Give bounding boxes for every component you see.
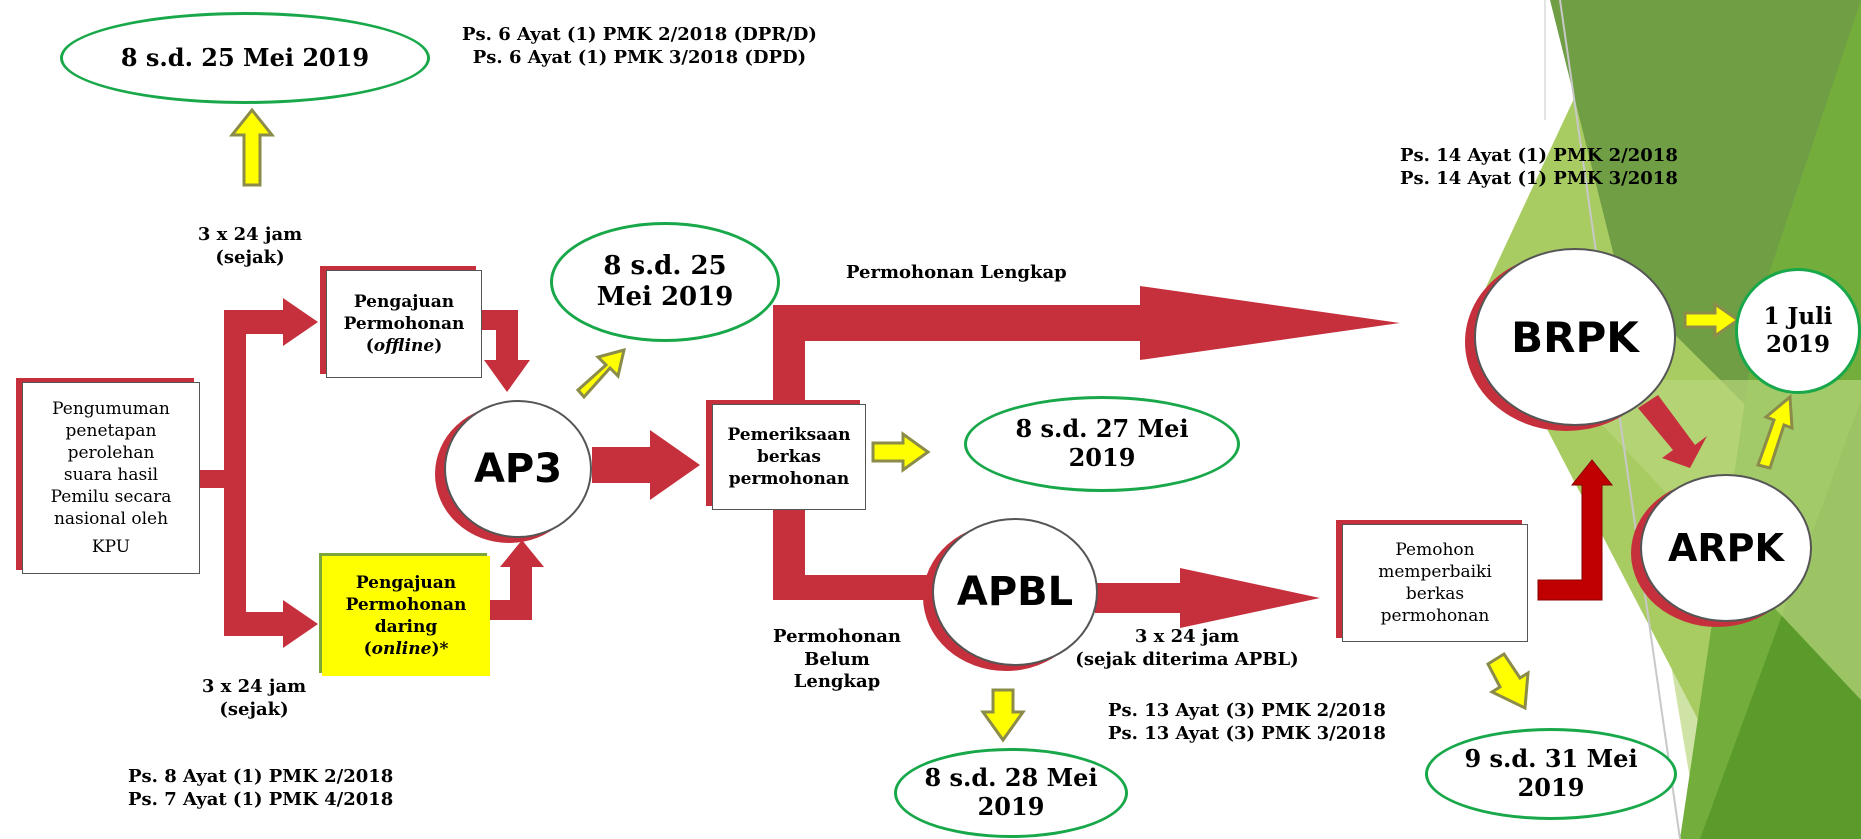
- ref-brpk: Ps. 14 Ayat (1) PMK 2/2018 Ps. 14 Ayat (…: [1400, 145, 1678, 189]
- duration-top: 3 x 24 jam (sejak): [197, 224, 303, 268]
- arrow-pemohon-to-date: [1486, 651, 1530, 711]
- node-brpk: BRPK: [1474, 248, 1676, 426]
- red-arrows: [200, 286, 1707, 648]
- background-green-shapes: [1480, 0, 1861, 839]
- date-after-pemeriksaan: 8 s.d. 27 Mei 2019: [964, 396, 1240, 492]
- ref-top: Ps. 6 Ayat (1) PMK 2/2018 (DPR/D) Ps. 6 …: [462, 24, 817, 68]
- arrow-online-to-ap3: [490, 540, 544, 620]
- label-permohonan-belum-lengkap: Permohonan Belum Lengkap: [773, 626, 901, 692]
- node-ap3: AP3: [444, 400, 592, 538]
- duration-bottom: 3 x 24 jam (sejak): [201, 676, 307, 720]
- date-after-apbl: 8 s.d. 28 Mei 2019: [894, 748, 1128, 838]
- arrow-arpk-to-final: [1756, 393, 1794, 470]
- arrow-ap3-to-date: [575, 347, 627, 400]
- date-top-left: 8 s.d. 25 Mei 2019: [60, 12, 430, 104]
- arrow-permohonan-lengkap: [773, 286, 1400, 360]
- duration-apbl: 3 x 24 jam (sejak diterima APBL): [1075, 626, 1299, 670]
- label-permohonan-lengkap: Permohonan Lengkap: [846, 262, 1067, 283]
- date-after-ap3: 8 s.d. 25 Mei 2019: [550, 222, 780, 342]
- arrow-pemohon-to-arpk: [1537, 459, 1614, 601]
- yellow-arrows: [228, 107, 1794, 743]
- arrow-offline-to-ap3: [478, 310, 530, 392]
- arrow-to-offline: [224, 298, 318, 346]
- arrow-brpk-to-final: [1683, 301, 1741, 339]
- box-pengajuan-offline: Pengajuan Permohonan (offline): [326, 270, 482, 378]
- ref-apbl: Ps. 13 Ayat (3) PMK 2/2018 Ps. 13 Ayat (…: [1108, 700, 1386, 744]
- node-arpk: ARPK: [1640, 474, 1812, 622]
- box-pengajuan-online: Pengajuan Permohonan daring (online)*: [322, 556, 490, 676]
- box-pemeriksaan: Pemeriksaan berkas permohonan: [712, 404, 866, 510]
- box-pemohon-memperbaiki: Pemohon memperbaiki berkas permohonan: [1342, 524, 1528, 642]
- date-after-pemohon: 9 s.d. 31 Mei 2019: [1425, 728, 1677, 820]
- arrow-ap3-to-pemeriksaan: [592, 430, 700, 500]
- connector-from-pengumuman: [200, 470, 228, 488]
- arrow-apbl-to-pemohon: [1095, 568, 1320, 628]
- arrow-to-online: [224, 600, 318, 648]
- ref-bottom: Ps. 8 Ayat (1) PMK 2/2018 Ps. 7 Ayat (1)…: [128, 766, 394, 810]
- vertical-branch: [224, 310, 246, 635]
- arrow-to-apbl: [773, 575, 943, 600]
- box-pengumuman: Pengumuman penetapan perolehan suara has…: [22, 382, 200, 574]
- arrow-pemeriksaan-to-date: [871, 431, 931, 473]
- date-final: 1 Juli 2019: [1735, 268, 1861, 394]
- arrow-up-to-top-date: [228, 107, 276, 187]
- node-apbl: APBL: [932, 518, 1098, 666]
- arrow-brpk-to-arpk: [1638, 395, 1707, 468]
- arrow-apbl-to-date: [980, 688, 1026, 743]
